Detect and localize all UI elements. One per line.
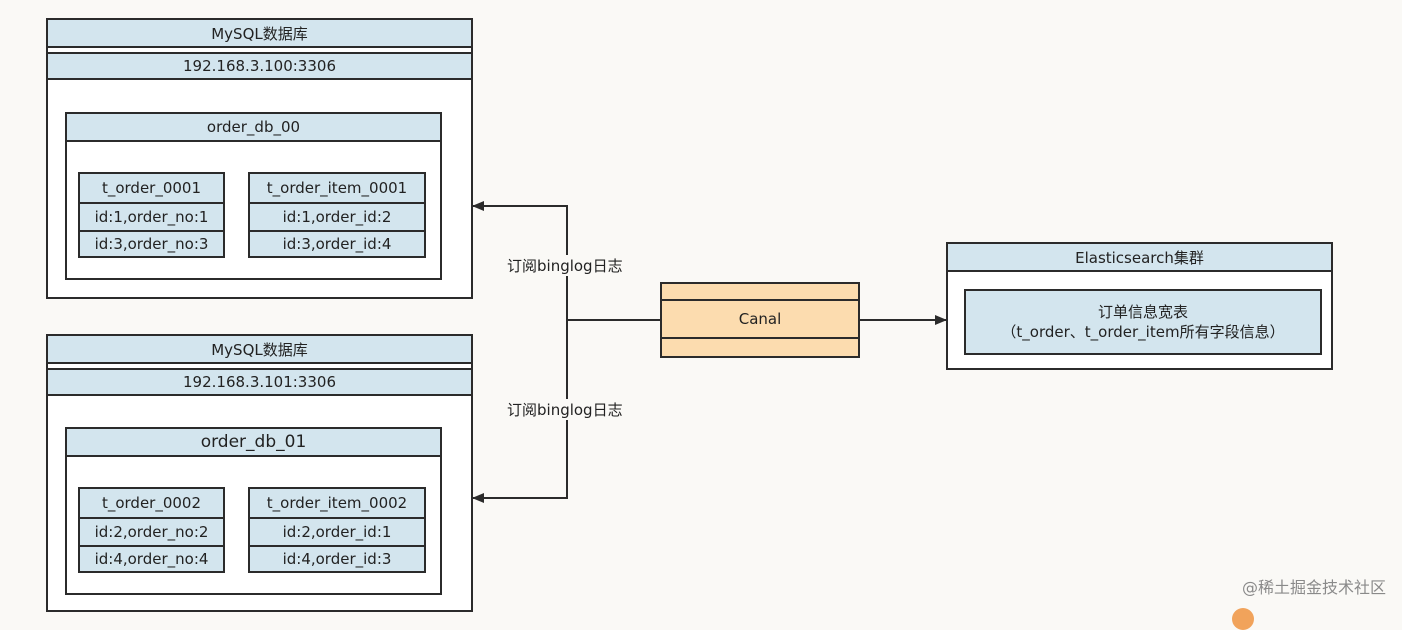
watermark: @稀土掘金技术社区 — [1241, 578, 1386, 597]
db1-schema-name: order_db_00 — [65, 112, 442, 142]
db2-table-order-item: t_order_item_0002 id:2,order_id:1 id:4,o… — [248, 487, 426, 573]
table-header: t_order_item_0002 — [266, 494, 408, 512]
db1-table-order-item: t_order_item_0001 id:1,order_id:2 id:3,o… — [248, 172, 426, 258]
edge-to-db-01 — [472, 320, 568, 503]
table-row: id:2,order_id:1 — [250, 517, 424, 545]
table-header: t_order_item_0001 — [266, 179, 408, 197]
connector-lines — [472, 201, 947, 503]
db1-title: MySQL数据库 — [46, 18, 473, 48]
db2-schema-name: order_db_01 — [65, 427, 442, 457]
table-row: id:2,order_no:2 — [80, 517, 223, 545]
db2-host: 192.168.3.101:3306 — [46, 368, 473, 396]
table-header: t_order_0001 — [101, 179, 202, 197]
db1-table-order: t_order_0001 id:1,order_no:1 id:3,order_… — [78, 172, 225, 258]
table-header: t_order_0002 — [101, 494, 202, 512]
table-row: id:4,order_no:4 — [80, 545, 223, 571]
table-row: id:1,order_id:2 — [250, 202, 424, 230]
table-row: id:1,order_no:1 — [80, 202, 223, 230]
table-row: id:3,order_no:3 — [80, 230, 223, 256]
db2-table-order: t_order_0002 id:2,order_no:2 id:4,order_… — [78, 487, 225, 573]
table-row: id:4,order_id:3 — [250, 545, 424, 571]
edge-to-db-00 — [472, 201, 568, 320]
canal-label: Canal — [660, 299, 860, 339]
index-name: 订单信息宽表 — [1097, 303, 1188, 321]
db2-title: MySQL数据库 — [46, 334, 473, 364]
watermark-logo-icon — [1232, 608, 1254, 630]
db1-host: 192.168.3.100:3306 — [46, 52, 473, 80]
edge-label-bottom: 订阅binglog日志 — [505, 399, 625, 420]
elasticsearch-index: 订单信息宽表 （t_order、t_order_item所有字段信息） — [964, 289, 1322, 355]
canal-node: Canal — [660, 282, 860, 358]
table-row: id:3,order_id:4 — [250, 230, 424, 256]
elasticsearch-title: Elasticsearch集群 — [946, 242, 1333, 272]
edge-label-top: 订阅binglog日志 — [505, 255, 625, 276]
index-description: （t_order、t_order_item所有字段信息） — [1001, 323, 1285, 341]
